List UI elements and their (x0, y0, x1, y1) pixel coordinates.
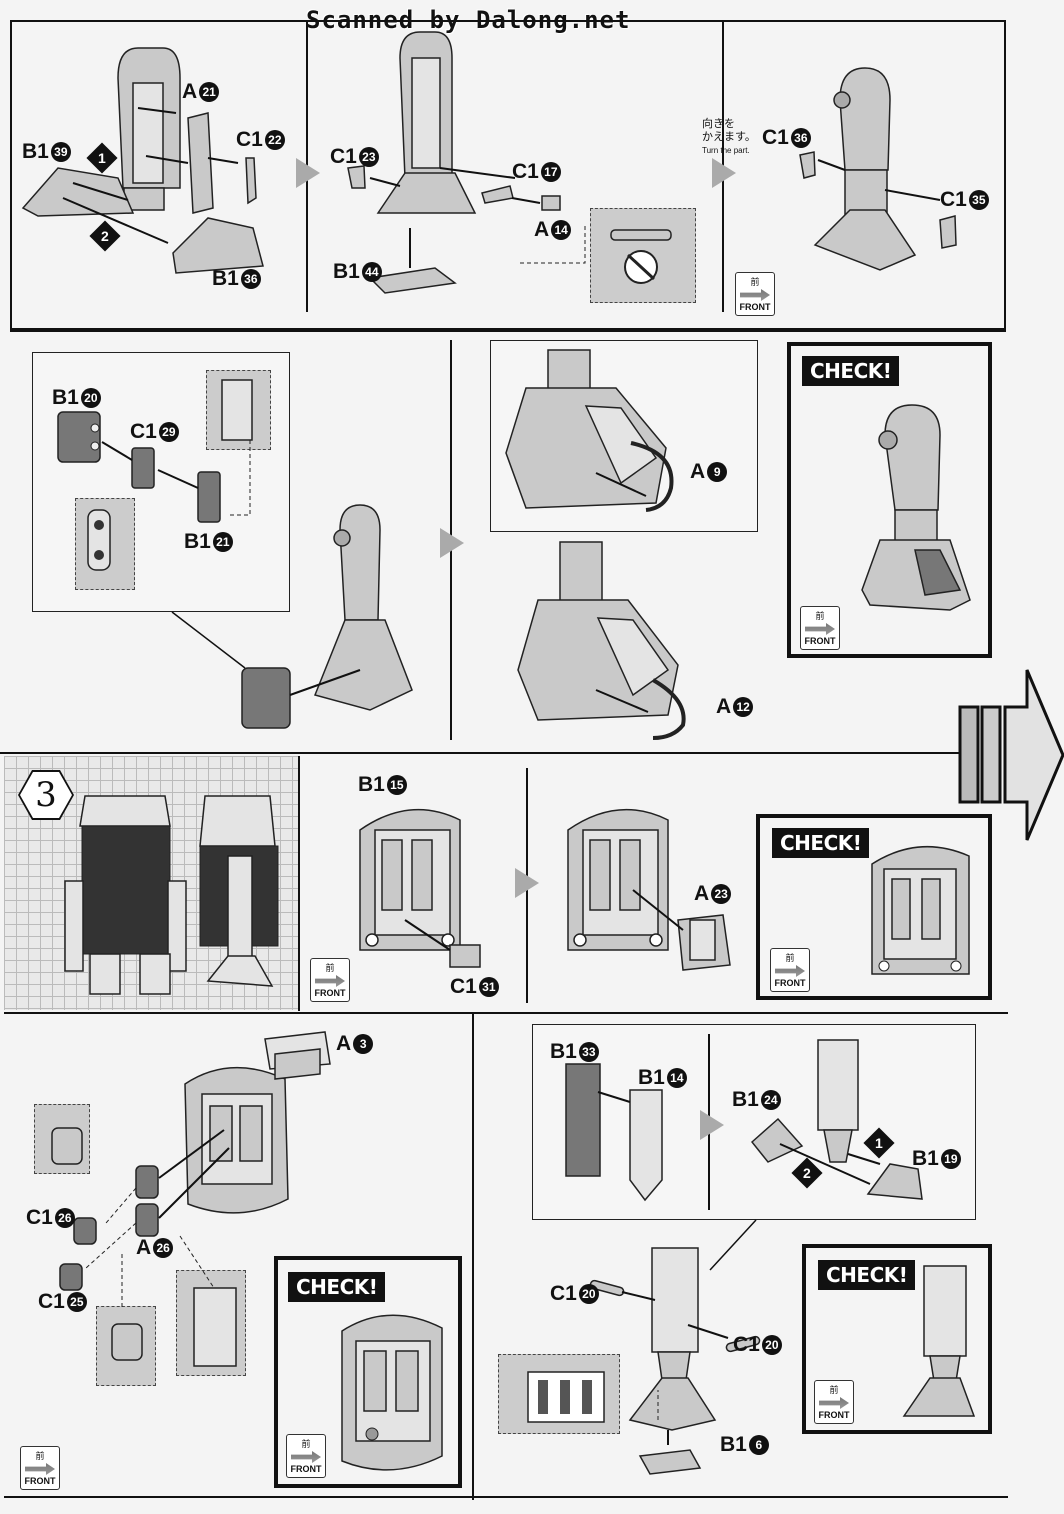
flow-arrow-icon (515, 868, 539, 898)
check-title: CHECK! (288, 1272, 386, 1302)
bottom-border (4, 1496, 1008, 1498)
step-number: 3 (20, 772, 72, 818)
body-side-parts-illustration (51, 1127, 237, 1367)
flow-arrow-icon (700, 1110, 724, 1140)
check-box-leg (787, 342, 992, 658)
no-cut-icon (610, 229, 672, 284)
check-title: CHECK! (772, 828, 870, 858)
flow-arrow-icon (440, 528, 464, 558)
base-cable-a9-illustration (505, 349, 674, 512)
divider (298, 756, 300, 1011)
flow-arrow-icon (296, 158, 320, 188)
check-box-foot (802, 1244, 992, 1434)
divider (472, 1014, 474, 1500)
turn-part-note: 向きをかえます。Turn the part. (702, 118, 756, 155)
body-frame-completed-illustration (871, 845, 970, 975)
leg-completed-illustration (861, 404, 971, 611)
body-shell-illustration (184, 1031, 331, 1214)
check-box-body-frame (756, 814, 992, 1000)
foot-base-assembly-illustration (347, 31, 586, 294)
leg-strut-parts-illustration (21, 47, 264, 274)
leg-turned-illustration (799, 67, 957, 271)
body-shell-completed-illustration (341, 1314, 443, 1471)
flow-arrow-icon (712, 158, 736, 188)
check-title: CHECK! (818, 1260, 916, 1290)
foot-parts-illustration (565, 1063, 663, 1202)
foot-assembly-illustration (750, 1039, 923, 1200)
leg-with-joint-illustration (171, 504, 413, 729)
divider (0, 752, 960, 754)
droid-photo-illustration (64, 795, 279, 995)
continue-arrow-icon (958, 669, 1064, 841)
joint-parts-illustration (57, 379, 253, 571)
divider (10, 330, 1006, 332)
check-title: CHECK! (802, 356, 900, 386)
plate-detail-illustration (527, 1371, 605, 1423)
base-cable-a12-illustration (517, 541, 686, 740)
step-panel-row1 (10, 20, 1006, 330)
body-frame-b1-15-illustration (359, 808, 481, 968)
check-box-body-shell (274, 1256, 462, 1488)
divider (4, 1012, 1008, 1014)
foot-with-pins-illustration (589, 1219, 761, 1475)
foot-completed-illustration (902, 1265, 976, 1417)
body-frame-a23-illustration (567, 808, 731, 971)
